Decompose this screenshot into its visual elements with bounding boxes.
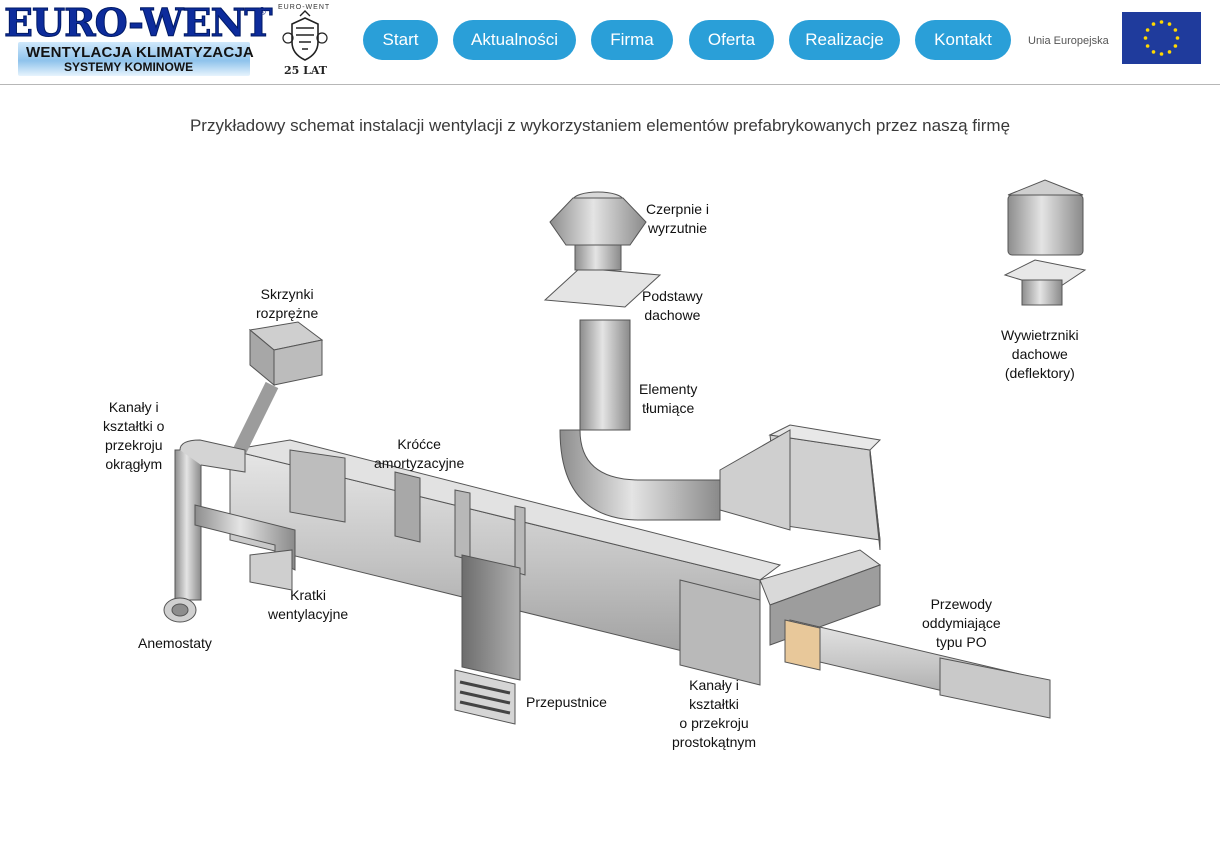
ventilation-schematic-illustration [163, 179, 1087, 725]
label-anemostaty: Anemostaty [138, 635, 212, 651]
nav-aktualnosci[interactable]: Aktualności [453, 20, 576, 60]
eu-label: Unia Europejska [1028, 35, 1109, 47]
logo-brand: EURO-WENT [4, 0, 274, 45]
nav-start[interactable]: Start [363, 20, 438, 60]
logo-band [18, 42, 250, 76]
badge-arc-text: EURO-WENT [278, 4, 331, 11]
logo-tagline-2: SYSTEMY KOMINOWE [64, 60, 194, 74]
eu-flag-icon[interactable] [1122, 12, 1201, 64]
logo-registered-mark: ® [258, 6, 267, 18]
nav-oferta[interactable]: Oferta [689, 20, 774, 60]
crest-icon [282, 10, 328, 61]
logo-tagline-1: WENTYLACJA KLIMATYZACJA [26, 44, 254, 61]
nav-realizacje[interactable]: Realizacje [789, 20, 900, 60]
eu-stars-icon [1143, 20, 1180, 56]
page-title: Przykładowy schemat instalacji wentylacj… [189, 116, 1011, 135]
euro-went-logo[interactable]: EURO-WENT ® WENTYLACJA KLIMATYZACJA SYST… [4, 0, 274, 76]
label-przepustnice: Przepustnice [526, 694, 607, 710]
anniversary-badge: EURO-WENT 25 LAT [274, 4, 336, 77]
nav-kontakt[interactable]: Kontakt [915, 20, 1011, 60]
nav-firma[interactable]: Firma [591, 20, 673, 60]
badge-years: 25 LAT [284, 64, 327, 77]
site-header: EURO-WENT ® WENTYLACJA KLIMATYZACJA SYST… [0, 0, 1220, 85]
